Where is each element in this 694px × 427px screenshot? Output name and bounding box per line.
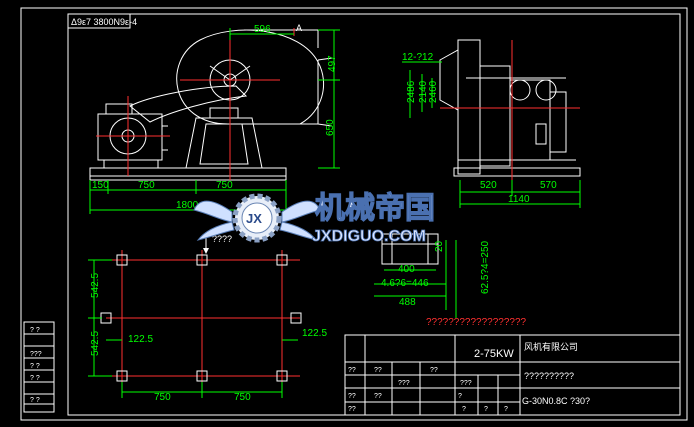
- watermark-domain: JXDIGUO.COM: [312, 228, 426, 245]
- dim-446: 4.6?6=446: [381, 278, 429, 289]
- title-drawing-no: G-30N0.8C ?30?: [522, 396, 590, 406]
- dim-542-5-bottom: 542.5: [90, 331, 101, 356]
- dim-750-right: 750: [216, 180, 233, 191]
- fan-side-view: [439, 39, 581, 177]
- dim-520: 520: [480, 180, 497, 191]
- dim-400: 400: [398, 264, 415, 275]
- dim-20: 20: [434, 240, 445, 252]
- svg-text:???: ???: [460, 380, 472, 387]
- revision-block: [23, 321, 55, 413]
- svg-text:?: ?: [458, 393, 462, 400]
- svg-text:???: ???: [398, 380, 410, 387]
- svg-text:?: ?: [484, 406, 488, 413]
- dim-plan-750-left: 750: [154, 392, 171, 403]
- revision-cells: ? ? ??? ? ? ? ? ? ?: [30, 327, 42, 404]
- fan-front-view: [89, 29, 333, 181]
- dim-122-5-right: 122.5: [302, 328, 327, 339]
- drawing-frame: [20, 7, 688, 421]
- svg-text:? ?: ? ?: [30, 363, 40, 370]
- svg-text:? ?: ? ?: [30, 397, 40, 404]
- side-dimensions: [402, 61, 581, 208]
- side-centerlines: [440, 40, 580, 180]
- plan-label: ????: [212, 234, 232, 244]
- dim-570: 570: [540, 180, 557, 191]
- svg-text:??: ??: [374, 367, 382, 374]
- svg-text:??: ??: [374, 393, 382, 400]
- flange-view: [381, 233, 439, 265]
- logo-letters: JX: [246, 211, 262, 226]
- svg-text:???: ???: [30, 351, 42, 358]
- svg-text:??: ??: [348, 367, 356, 374]
- dim-150: 150: [92, 180, 109, 191]
- flange-dimensions: [374, 240, 457, 318]
- front-centerlines: [96, 28, 295, 180]
- svg-text:? ?: ? ?: [30, 375, 40, 382]
- dim-488: 488: [399, 297, 416, 308]
- title-drawing-name: ??????????: [524, 371, 574, 381]
- dim-2460: 2460: [428, 80, 439, 103]
- dim-650: 650: [325, 119, 336, 136]
- dim-497: 497: [327, 55, 338, 72]
- title-block: [344, 334, 681, 416]
- dim-2140: 2140: [418, 80, 429, 103]
- dim-542-5-top: 542.5: [90, 273, 101, 298]
- section-mark: A: [296, 23, 302, 33]
- dim-plan-750-right: 750: [234, 392, 251, 403]
- drawing-code: Δ9ε7 3800Ν9ε-4: [71, 17, 137, 27]
- svg-text:??: ??: [430, 367, 438, 374]
- dim-596: 596: [254, 24, 271, 35]
- dim-12-912: 12-?12: [402, 52, 434, 63]
- svg-text:??: ??: [348, 406, 356, 413]
- title-model: 2-75KW: [474, 348, 514, 360]
- foundation-plan: ????: [88, 232, 327, 403]
- svg-text:? ?: ? ?: [30, 327, 40, 334]
- dim-750-left: 750: [138, 180, 155, 191]
- dim-250: 62.5?4=250: [480, 240, 491, 294]
- duct-note: ??????????????????: [426, 317, 527, 328]
- dim-1800: 1800: [176, 200, 199, 211]
- dim-1140: 1140: [508, 194, 530, 205]
- dim-122-5-left: 122.5: [128, 334, 153, 345]
- svg-text:?: ?: [504, 406, 508, 413]
- svg-text:?: ?: [462, 406, 466, 413]
- dim-2486: 2486: [406, 80, 417, 103]
- title-company: 风机有限公司: [524, 341, 578, 352]
- watermark-brand: 机械帝国: [315, 191, 435, 226]
- watermark-logo: JX: [193, 193, 321, 243]
- svg-text:??: ??: [348, 393, 356, 400]
- title-block-cells: 2-75KW 风机有限公司 ?????????? G-30N0.8C ?30? …: [348, 341, 590, 413]
- drawing-code-box: Δ9ε7 3800Ν9ε-4: [67, 13, 137, 29]
